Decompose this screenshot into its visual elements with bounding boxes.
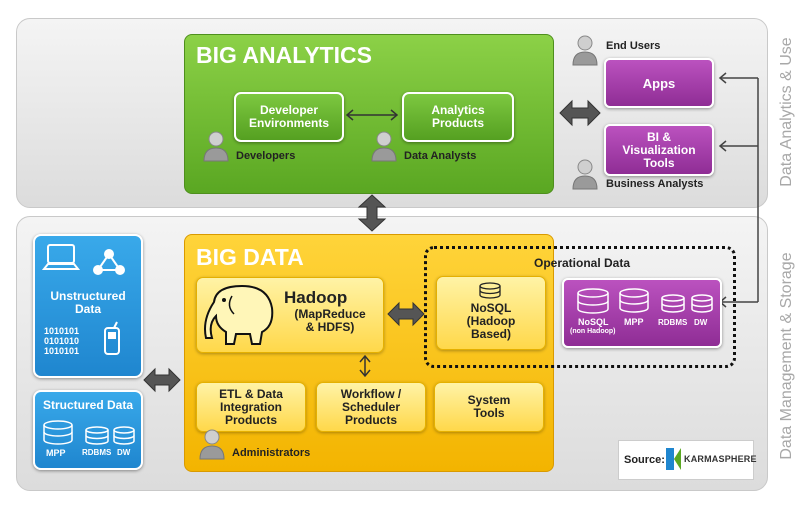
- nosql-hadoop-label: NoSQL (Hadoop Based): [466, 301, 516, 341]
- op-rdbms-db-icon: [661, 294, 685, 313]
- end-user-person-icon: [572, 35, 598, 66]
- karmasphere-logo-icon: [666, 448, 681, 470]
- data-analyst-person-icon: [371, 131, 397, 162]
- vertical-fat-arrow-icon: [357, 194, 387, 232]
- big-data-box: [184, 234, 554, 472]
- op-rdbms-label: RDBMS: [658, 318, 688, 327]
- source-label: Source:: [624, 454, 665, 466]
- elephant-icon: [204, 284, 274, 345]
- nosql-hadoop-box[interactable]: [436, 276, 546, 350]
- structured-dw-label: DW: [117, 448, 131, 457]
- operational-data-region: [424, 246, 736, 368]
- apps-box[interactable]: Apps: [604, 58, 714, 108]
- laptop-icon: [41, 244, 81, 270]
- hadoop-title: Hadoop: [284, 288, 348, 307]
- fat-double-arrow-icon: [559, 99, 601, 127]
- binary-text: 1010101 0101010 1010101: [44, 326, 80, 356]
- op-mpp-db-icon: [619, 288, 649, 313]
- source-box: [618, 440, 754, 480]
- small-vertical-arrow-icon: [359, 354, 371, 378]
- big-data-title: BIG DATA: [196, 244, 304, 270]
- nosql-database-icon: [479, 282, 501, 299]
- side-label-storage: Data Management & Storage: [778, 252, 795, 460]
- side-label-analytics: Data Analytics & Use: [778, 37, 795, 187]
- op-nosql-db-icon: [577, 288, 609, 314]
- data-analysts-label: Data Analysts: [404, 150, 477, 162]
- mobile-phone-icon: [104, 321, 120, 355]
- rdbms-database-icon: [85, 426, 109, 445]
- structured-mpp-label: MPP: [46, 448, 66, 458]
- administrator-person-icon: [199, 429, 225, 460]
- op-non-hadoop-label: (non Hadoop): [570, 328, 616, 335]
- operational-data-label: Operational Data: [534, 256, 631, 270]
- hadoop-subtitle: (MapReduce & HDFS): [294, 307, 366, 334]
- structured-rdbms-label: RDBMS: [82, 448, 112, 457]
- structured-data-label: Structured Data: [42, 398, 134, 412]
- etl-products-box[interactable]: ETL & Data Integration Products: [196, 382, 306, 432]
- dw-database-icon: [113, 426, 135, 445]
- unstructured-data-label: Unstructured Data: [50, 289, 126, 316]
- developer-person-icon: [203, 131, 229, 162]
- op-dw-label: DW: [694, 318, 708, 327]
- developers-label: Developers: [236, 150, 296, 162]
- workflow-scheduler-box[interactable]: Workflow / Scheduler Products: [316, 382, 426, 432]
- analytics-products-box[interactable]: Analytics Products: [402, 92, 514, 142]
- right-connector-arrows: [718, 72, 759, 308]
- op-dw-db-icon: [691, 294, 713, 313]
- left-fat-double-arrow-icon: [143, 367, 181, 393]
- unstructured-data-box: [33, 234, 143, 378]
- mpp-database-icon: [43, 420, 73, 445]
- op-nosql-label: NoSQL: [578, 317, 609, 327]
- developer-environments-box[interactable]: Developer Environments: [234, 92, 344, 142]
- business-analyst-person-icon: [572, 159, 598, 190]
- bidirectional-arrow-icon: [345, 109, 399, 121]
- karmasphere-logo-text: KARMASPHERE: [684, 454, 757, 464]
- end-users-label: End Users: [606, 40, 661, 52]
- hadoop-nosql-arrow-icon: [387, 301, 425, 327]
- administrators-label: Administrators: [232, 447, 311, 459]
- network-nodes-icon: [93, 249, 125, 275]
- op-mpp-label: MPP: [624, 317, 644, 327]
- big-analytics-title: BIG ANALYTICS: [196, 42, 372, 68]
- business-analysts-label: Business Analysts: [606, 178, 704, 190]
- system-tools-box[interactable]: System Tools: [434, 382, 544, 432]
- bi-visualization-tools-box[interactable]: BI & Visualization Tools: [604, 124, 714, 176]
- structured-data-box: [33, 390, 143, 470]
